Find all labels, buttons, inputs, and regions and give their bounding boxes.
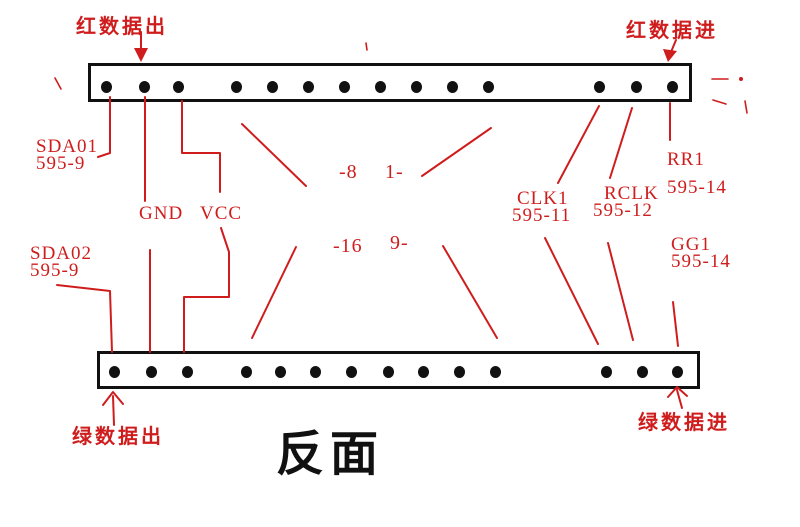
top-bar-pin [411, 81, 422, 93]
sda01-ref: 595-9 [36, 153, 86, 174]
sda02-ref: 595-9 [30, 260, 80, 281]
gg1-label: GG1 595-14 [671, 234, 731, 272]
red-data-in-arrow-head [663, 49, 677, 62]
sda01-name: SDA01 [36, 136, 99, 157]
red-data-out-arrow-head [134, 48, 148, 62]
red-data-out-label: 红数据出 [76, 16, 168, 38]
rr1-name: RR1 [667, 149, 705, 170]
stray-dash-mark [744, 100, 748, 114]
clk1-ref: 595-11 [512, 205, 572, 226]
top-bar-pin [231, 81, 242, 93]
rclk-label: RCLK 595-12 [593, 183, 659, 221]
gg1-name: GG1 [671, 234, 711, 255]
rr1-label: RR1 595-14 [667, 149, 727, 198]
top-bar-pin [139, 81, 150, 93]
pin1-number: 1- [385, 161, 404, 183]
bottom-bar-pin [275, 366, 286, 378]
gg1-down-line [672, 301, 679, 347]
gnd-label: GND [139, 203, 184, 224]
sda01-connector-line [97, 96, 111, 158]
pin1-diagonal-line [421, 127, 492, 177]
rclk-name: RCLK [604, 183, 659, 204]
rclk-down-line [607, 242, 634, 341]
pin16-diagonal-line [251, 246, 297, 339]
sda02-label: SDA02 595-9 [30, 243, 93, 281]
stray-dash-mark [365, 42, 368, 51]
top-bar-pin [667, 81, 678, 93]
top-bar-pin [631, 81, 642, 93]
bottom-bar-pin [490, 366, 501, 378]
green-data-out-arrow-shaft [112, 395, 115, 426]
bottom-bar-pin [418, 366, 429, 378]
bottom-bar-pin [346, 366, 357, 378]
bottom-bar-pin [454, 366, 465, 378]
top-bar-pin [303, 81, 314, 93]
clk1-label: CLK1 595-11 [512, 188, 572, 226]
sda01-label: SDA01 595-9 [36, 136, 99, 174]
stray-dash-mark [712, 99, 727, 105]
red-data-in-label: 红数据进 [626, 20, 718, 42]
top-bar-pin [267, 81, 278, 93]
bottom-bar-pin [601, 366, 612, 378]
stray-dash-mark [54, 77, 62, 90]
green-data-in-arrow-shaft [676, 389, 683, 409]
clk1-name: CLK1 [517, 188, 569, 209]
vcc-label: VCC [200, 203, 243, 224]
bottom-bar-pin [109, 366, 120, 378]
top-bar-pin [483, 81, 494, 93]
top-bar-pin [339, 81, 350, 93]
bottom-bar-pin [383, 366, 394, 378]
pin9-diagonal-line [442, 245, 498, 339]
green-data-in-arrow-head [667, 386, 688, 398]
top-bar-pin [375, 81, 386, 93]
bottom-bar-pin [310, 366, 321, 378]
bottom-bar-pin [672, 366, 683, 378]
bottom-bar-pin [182, 366, 193, 378]
red-data-in-arrow-shaft [670, 39, 677, 53]
clk1-up-line [557, 105, 600, 184]
pin8-number: -8 [339, 161, 358, 183]
rr1-ref: 595-14 [667, 177, 727, 198]
clk1-down-line [544, 237, 599, 345]
vcc-down-line [183, 227, 230, 353]
pin8-diagonal-line [241, 123, 307, 187]
top-bar-pin [594, 81, 605, 93]
bottom-connector-bar [97, 351, 700, 389]
green-data-out-arrow-head [102, 391, 124, 406]
bottom-bar-pin [637, 366, 648, 378]
bottom-bar-pin [146, 366, 157, 378]
page-title: 反面 [276, 428, 385, 481]
pin16-number: -16 [333, 235, 363, 257]
stray-dot-mark [739, 77, 743, 81]
top-bar-pin [173, 81, 184, 93]
top-connector-bar [88, 63, 692, 102]
green-data-in-label: 绿数据进 [638, 412, 730, 434]
rclk-ref: 595-12 [593, 200, 653, 221]
top-bar-pin [447, 81, 458, 93]
bottom-bar-pin [241, 366, 252, 378]
rclk-up-line [609, 107, 633, 179]
vcc-up-line [181, 100, 221, 193]
sda02-connector-line [56, 284, 113, 353]
sda02-name: SDA02 [30, 243, 93, 264]
pin9-number: 9- [390, 232, 409, 254]
top-bar-pin [101, 81, 112, 93]
gg1-ref: 595-14 [671, 251, 731, 272]
green-data-out-label: 绿数据出 [72, 426, 164, 448]
